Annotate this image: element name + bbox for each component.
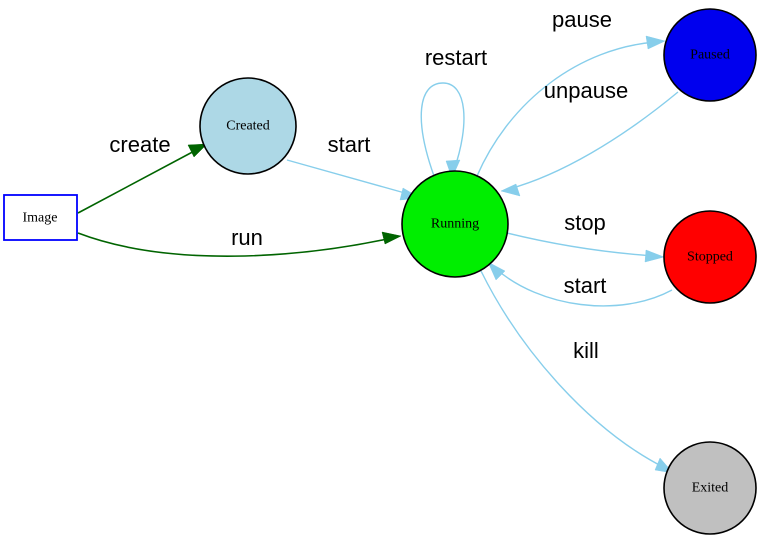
- edge-unpause-label: unpause: [544, 78, 628, 103]
- edge-stop-path: [506, 232, 656, 257]
- edge-run[interactable]: run: [77, 225, 402, 257]
- edge-create-arrowhead: [187, 143, 208, 158]
- node-layer: Image Created Running Paused Stopped Exi: [3, 8, 757, 535]
- node-paused[interactable]: Paused: [663, 8, 757, 102]
- node-created-circle: [199, 77, 297, 175]
- edge-start-created[interactable]: start: [286, 132, 421, 201]
- edge-run-arrowhead: [381, 231, 402, 245]
- edge-run-path: [77, 232, 393, 257]
- edge-stop-label: stop: [564, 210, 606, 235]
- edge-layer: create run start restart: [77, 7, 679, 474]
- node-exited[interactable]: Exited: [663, 441, 757, 535]
- edge-start-created-label: start: [328, 132, 371, 157]
- edge-restart-label: restart: [425, 45, 487, 70]
- node-running[interactable]: Running: [401, 170, 509, 278]
- edge-pause-path: [476, 41, 657, 177]
- edge-kill-label: kill: [573, 338, 599, 363]
- edge-stop[interactable]: stop: [506, 210, 665, 263]
- edge-start-stopped-label: start: [564, 273, 607, 298]
- edge-restart-path: [420, 82, 465, 177]
- node-exited-circle: [663, 441, 757, 535]
- edge-pause[interactable]: pause: [476, 7, 666, 177]
- edge-create-label: create: [109, 132, 170, 157]
- edge-create[interactable]: create: [77, 132, 208, 214]
- edge-stop-arrowhead: [644, 249, 665, 263]
- node-image-rect: [3, 194, 78, 241]
- edge-restart-arrowhead: [445, 159, 461, 179]
- edge-start-stopped[interactable]: start: [487, 261, 673, 307]
- node-paused-circle: [663, 8, 757, 102]
- edge-run-label: run: [231, 225, 263, 250]
- edge-pause-arrowhead: [645, 35, 666, 50]
- node-image[interactable]: Image: [3, 194, 78, 241]
- node-running-circle: [401, 170, 509, 278]
- node-stopped[interactable]: Stopped: [663, 210, 757, 304]
- node-created[interactable]: Created: [199, 77, 297, 175]
- edge-pause-label: pause: [552, 7, 612, 32]
- edge-unpause-path: [508, 91, 679, 190]
- edge-start-stopped-arrowhead: [487, 261, 506, 281]
- edge-create-path: [77, 147, 201, 214]
- edge-restart[interactable]: restart: [420, 45, 487, 179]
- edge-kill[interactable]: kill: [480, 270, 674, 474]
- edge-unpause-arrowhead: [500, 183, 521, 197]
- edge-unpause[interactable]: unpause: [500, 78, 679, 197]
- edge-kill-path: [480, 270, 666, 469]
- node-stopped-circle: [663, 210, 757, 304]
- edge-start-stopped-path: [494, 267, 673, 307]
- edge-start-created-path: [286, 159, 413, 196]
